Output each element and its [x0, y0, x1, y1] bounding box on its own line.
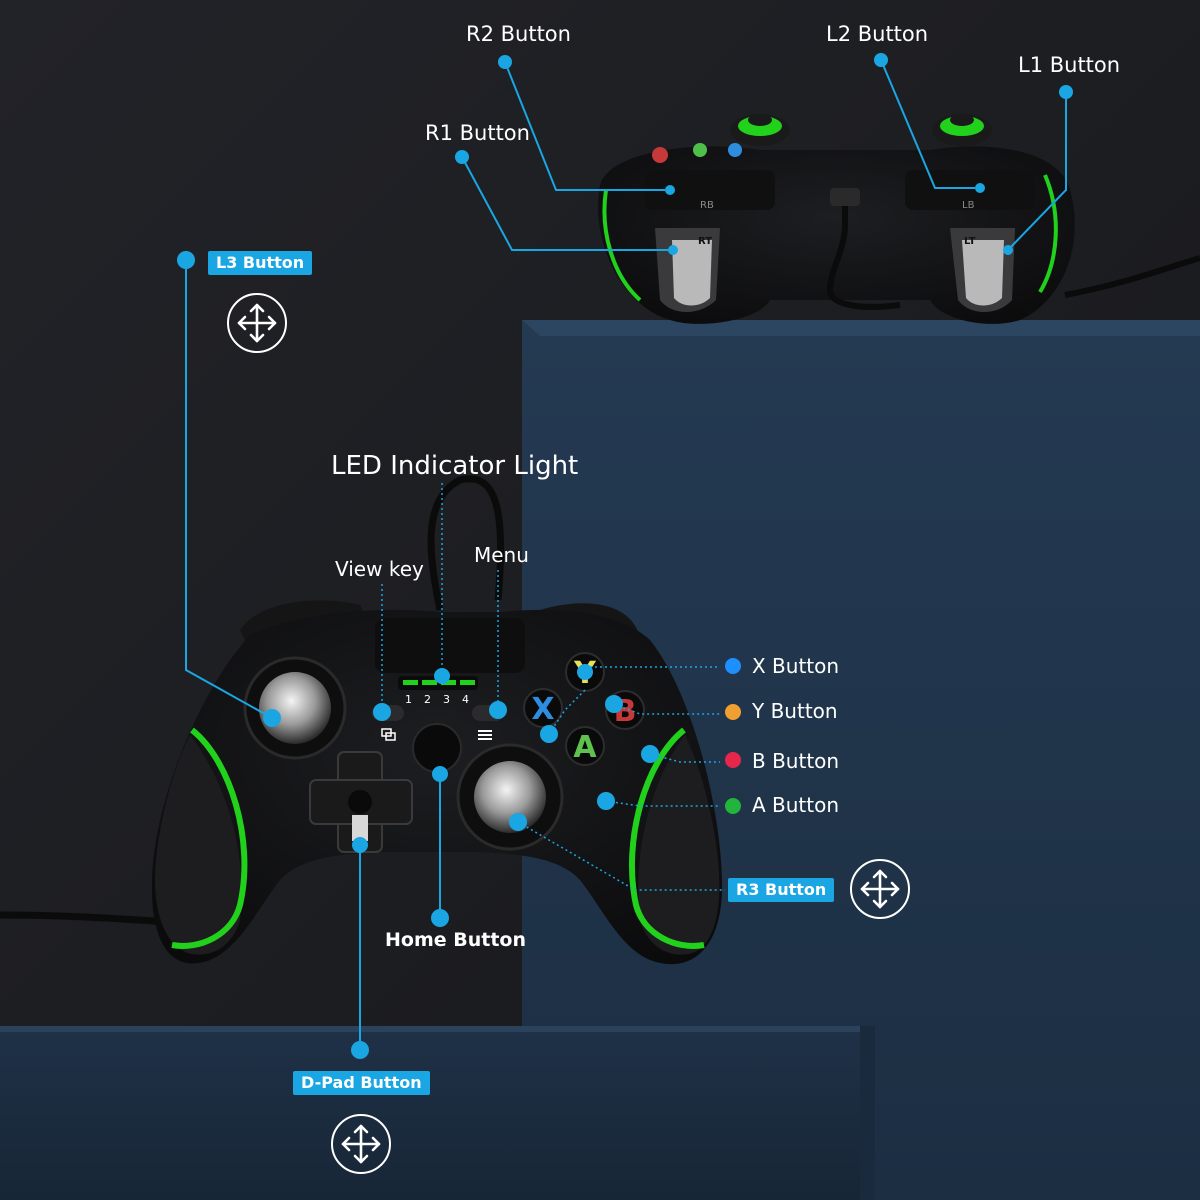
- label-b-button: B Button: [752, 749, 840, 773]
- l3-move-arrows-icon: [227, 293, 287, 353]
- cable-back: [1064, 255, 1200, 298]
- view-key-icon: [381, 728, 396, 741]
- cable-left: [0, 911, 171, 926]
- led-number-4: 4: [462, 693, 469, 706]
- rt-mark: RT: [698, 236, 712, 247]
- led-number-3: 3: [443, 693, 450, 706]
- pedestal-right: [522, 320, 1200, 1200]
- legend-dot-a: [725, 798, 741, 814]
- label-view-key: View key: [335, 557, 424, 581]
- label-l1-button: L1 Button: [1018, 53, 1121, 77]
- label-l2-button: L2 Button: [826, 22, 929, 46]
- led-number-2: 2: [424, 693, 431, 706]
- lt-mark: LT: [964, 236, 976, 247]
- dpad-move-arrows-icon: [331, 1114, 391, 1174]
- face-a-letter: A: [573, 730, 597, 765]
- r3-move-arrows-icon: [850, 859, 910, 919]
- label-x-button: X Button: [752, 654, 840, 678]
- right-green-trim: [628, 727, 705, 949]
- controller-front-view: 1 2 3 4: [151, 600, 723, 965]
- callout-lines: [185, 59, 1067, 1050]
- legend-dot-b: [725, 752, 741, 768]
- label-dpad-button: D-Pad Button: [293, 1071, 430, 1095]
- label-r2-button: R2 Button: [466, 22, 571, 46]
- menu-key-icon: [478, 730, 492, 740]
- label-menu: Menu: [474, 543, 529, 567]
- label-r1-button: R1 Button: [425, 121, 530, 145]
- dpad-shape: [309, 751, 413, 853]
- label-y-button: Y Button: [752, 699, 838, 723]
- legend-dot-x: [725, 658, 741, 674]
- label-led-indicator-light: LED Indicator Light: [331, 451, 579, 481]
- lb-mark: LB: [962, 200, 975, 211]
- callout-dots: [177, 53, 1073, 1059]
- left-green-trim: [171, 727, 248, 949]
- led-number-1: 1: [405, 693, 412, 706]
- label-r3-button: R3 Button: [728, 878, 835, 902]
- rb-mark: RB: [700, 200, 714, 211]
- legend-dot-y: [725, 704, 741, 720]
- label-l3-button: L3 Button: [208, 251, 313, 275]
- cable-top: [427, 475, 505, 611]
- pedestal-front: [0, 1026, 875, 1200]
- label-home-button: Home Button: [385, 929, 527, 951]
- controller-back-view: RB LB RT LT: [598, 114, 1075, 324]
- label-a-button: A Button: [752, 793, 840, 817]
- face-x-letter: X: [531, 692, 554, 727]
